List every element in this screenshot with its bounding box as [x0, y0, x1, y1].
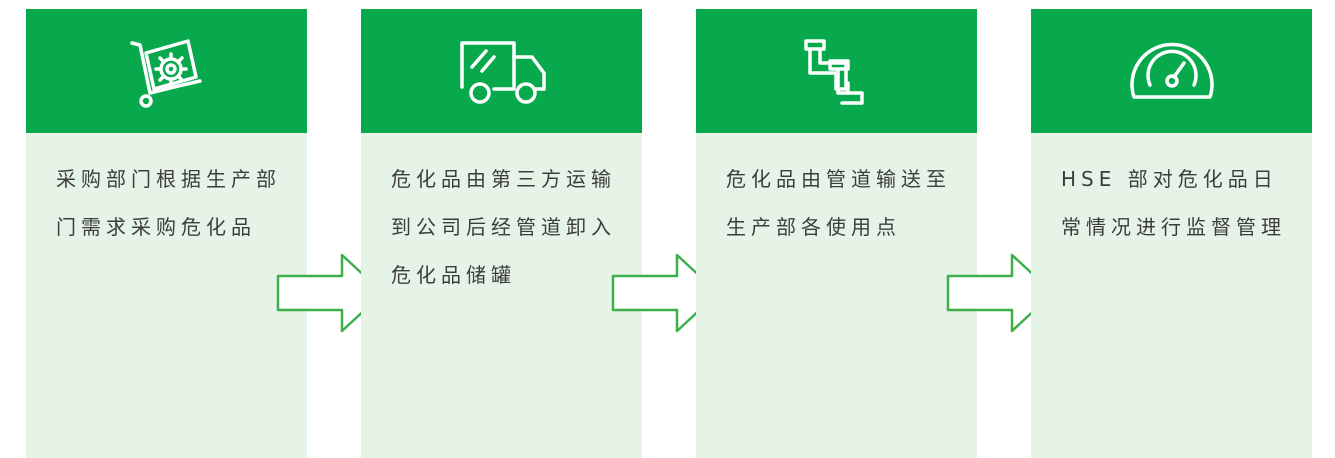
pipe-icon: [803, 39, 864, 105]
step-card-3: 危化品由管道输送至生产部各使用点: [696, 9, 977, 458]
truck-icon: [459, 41, 546, 104]
step-card-1: 采购部门根据生产部门需求采购危化品: [26, 9, 307, 458]
step-header-2: [361, 9, 642, 133]
step-text-4: HSE 部对危化品日常情况进行监督管理: [1061, 167, 1286, 239]
step-card-2: 危化品由第三方运输到公司后经管道卸入危化品储罐: [361, 9, 642, 458]
step-text-3: 危化品由管道输送至生产部各使用点: [726, 167, 951, 239]
step-text-1: 采购部门根据生产部门需求采购危化品: [56, 167, 281, 239]
step-text-2: 危化品由第三方运输到公司后经管道卸入危化品储罐: [391, 167, 616, 287]
step-header-4: [1031, 9, 1312, 133]
step-header-3: [696, 9, 977, 133]
cart-gear-icon: [129, 39, 202, 108]
gauge-icon: [1129, 42, 1214, 99]
step-header-1: [26, 9, 307, 133]
step-card-4: HSE 部对危化品日常情况进行监督管理: [1031, 9, 1312, 458]
